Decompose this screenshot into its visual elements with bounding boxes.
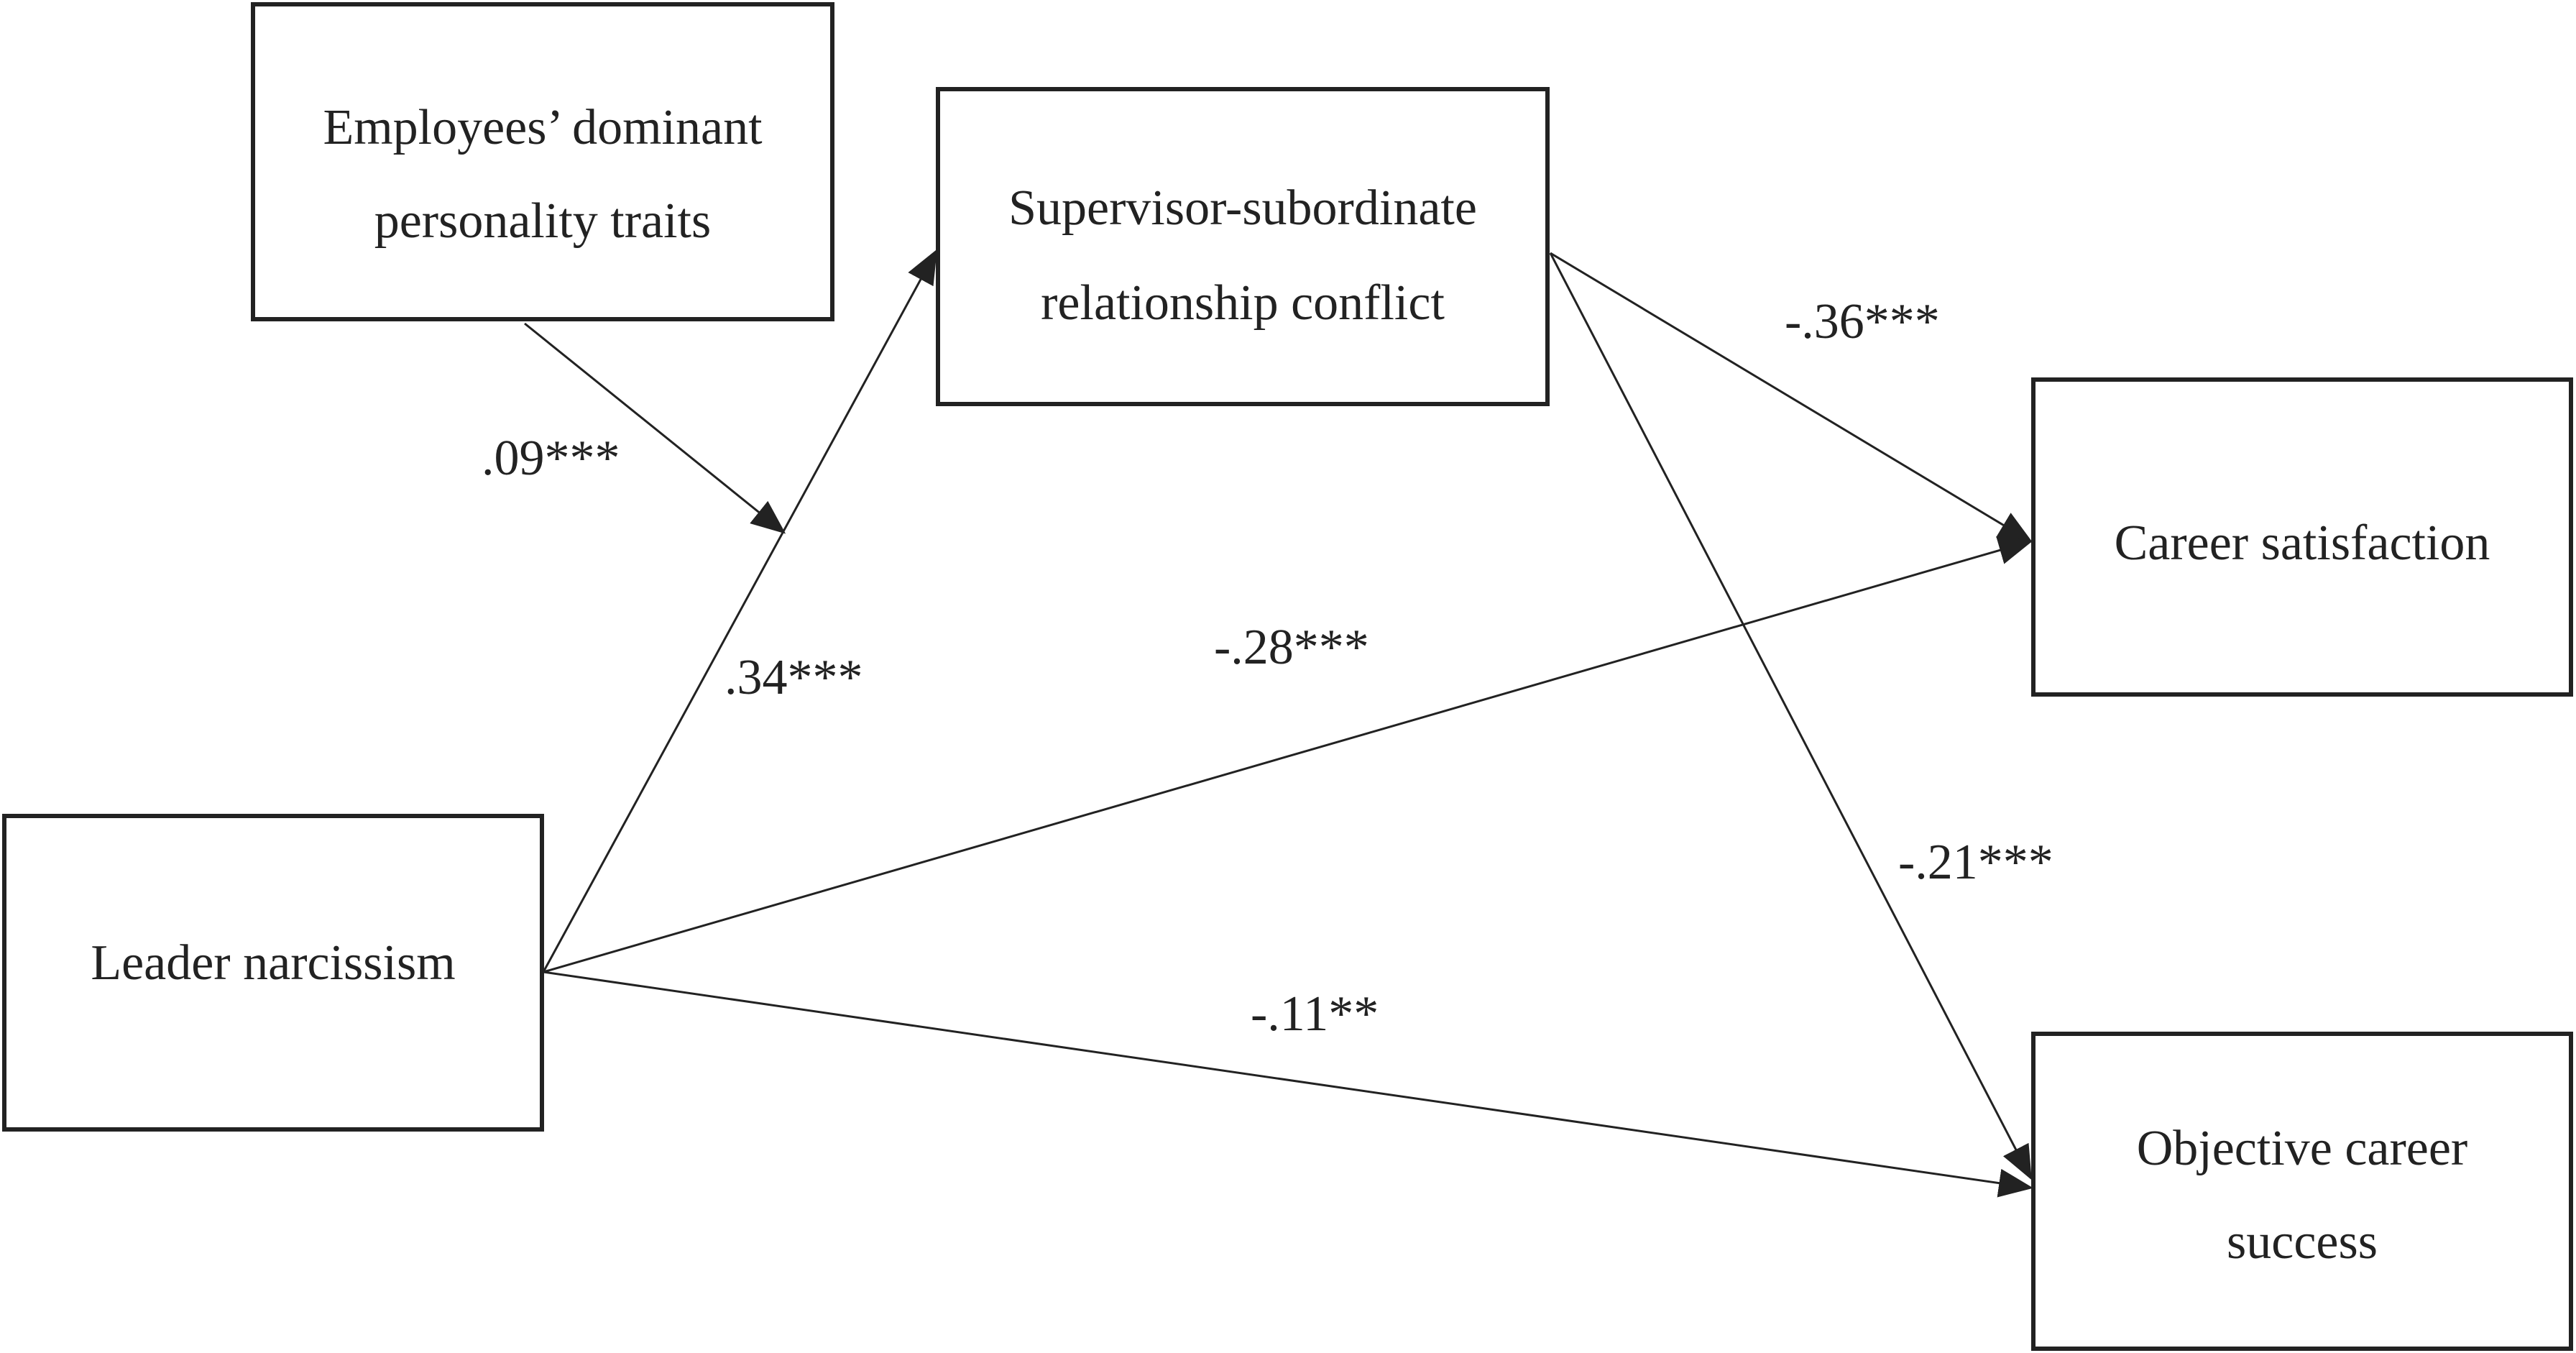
coef-conflict-to-satisfaction: -.36*** <box>1785 294 1940 349</box>
node-relationship-conflict: Supervisor-subordinate relationship conf… <box>936 87 1550 406</box>
node-career-satisfaction-line1: Career satisfaction <box>2115 515 2490 571</box>
edge-conflict-to-success <box>1549 252 2032 1180</box>
node-dominant-traits-line2: personality traits <box>374 193 712 249</box>
node-relationship-conflict-line2: relationship conflict <box>1041 275 1445 331</box>
node-leader-narcissism-line1: Leader narcissism <box>91 935 455 991</box>
coef-conflict-to-success: -.21*** <box>1898 835 2053 890</box>
coef-narcissism-to-success: -.11** <box>1251 986 1379 1042</box>
edge-conflict-to-satisfaction <box>1550 252 2033 544</box>
node-objective-success: Objective career success <box>2031 1032 2573 1351</box>
node-dominant-traits-line1: Employees’ dominant <box>323 100 763 155</box>
node-leader-narcissism: Leader narcissism <box>2 814 544 1132</box>
node-objective-success-line1: Objective career <box>2137 1121 2468 1176</box>
node-career-satisfaction: Career satisfaction <box>2031 377 2573 697</box>
node-dominant-traits: Employees’ dominant personality traits <box>251 2 834 321</box>
edge-narcissism-to-conflict <box>542 249 937 973</box>
edge-narcissism-to-satisfaction <box>543 536 2033 973</box>
node-relationship-conflict-line1: Supervisor-subordinate <box>1008 180 1477 236</box>
coef-narcissism-to-conflict: .34*** <box>724 650 863 705</box>
coef-narcissism-to-satisfaction: -.28*** <box>1214 620 1369 675</box>
edge-narcissism-to-success <box>543 971 2033 1198</box>
coef-moderation: .09*** <box>482 431 620 486</box>
node-objective-success-line2: success <box>2227 1214 2378 1270</box>
edge-moderation <box>524 322 786 534</box>
